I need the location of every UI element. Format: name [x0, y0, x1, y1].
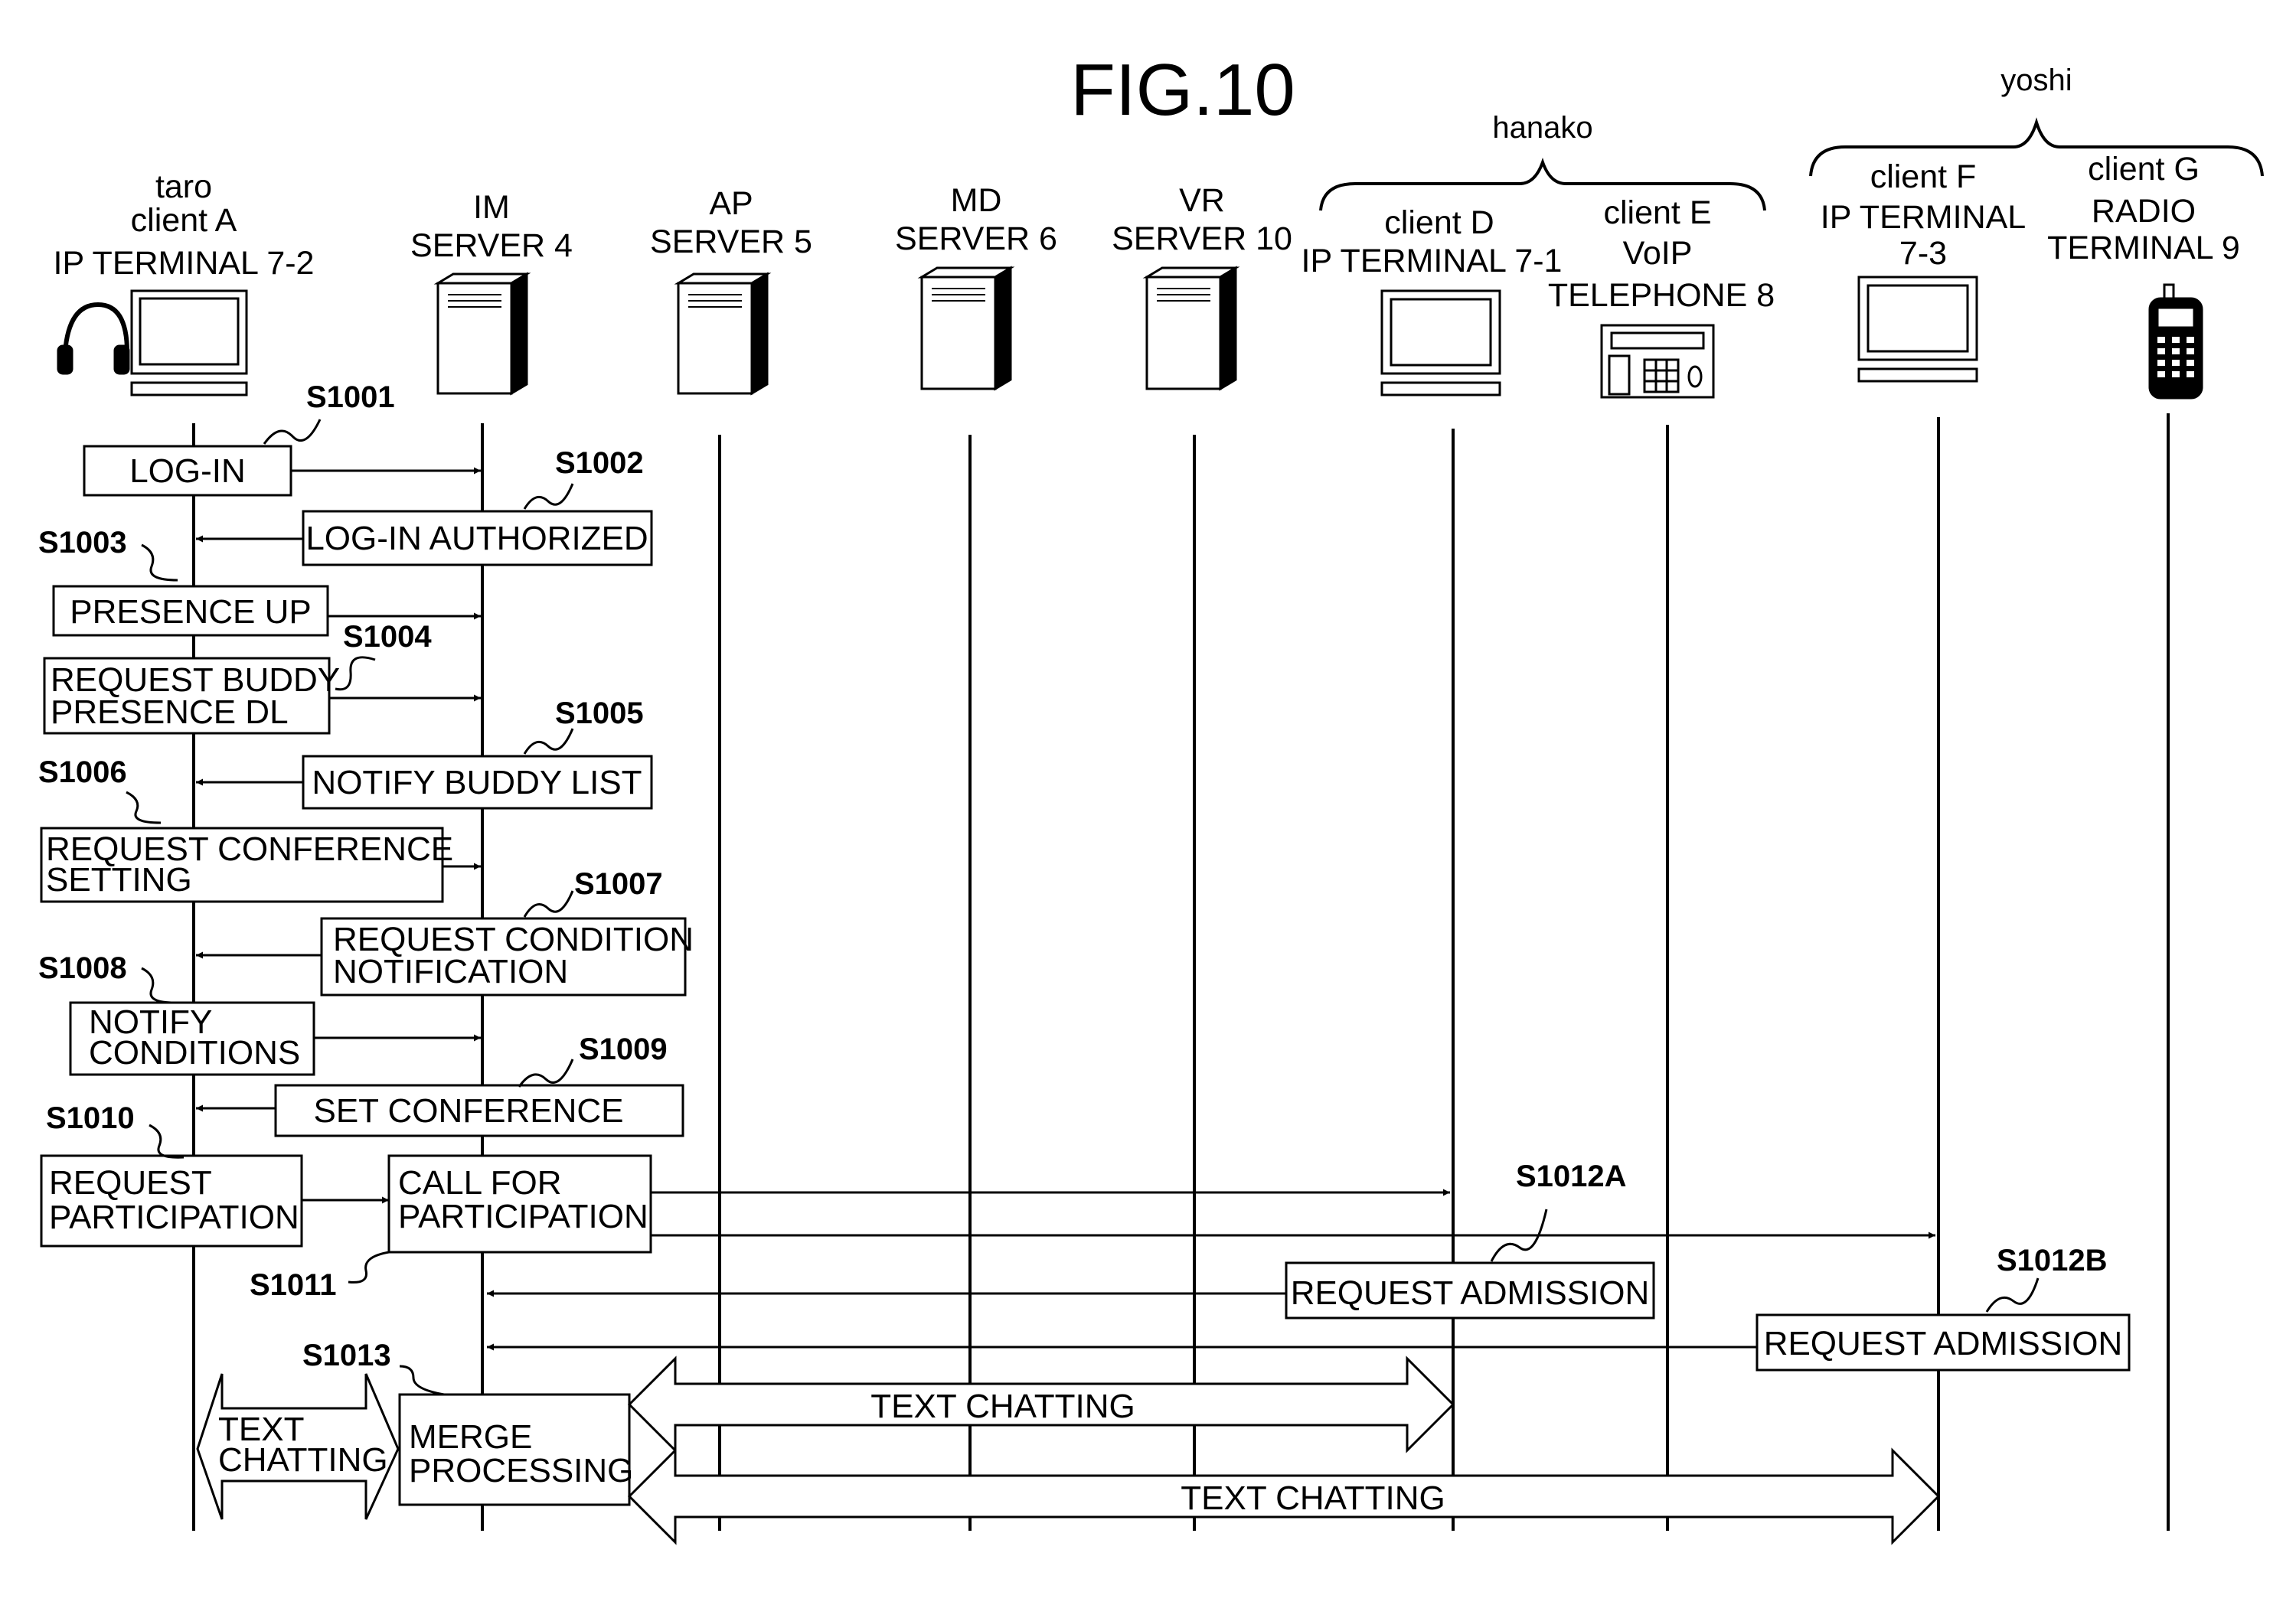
step-label: S1007 [574, 867, 663, 901]
svg-text:SERVER 5: SERVER 5 [650, 223, 812, 260]
svg-text:VoIP: VoIP [1623, 235, 1693, 272]
svg-text:7-3: 7-3 [1899, 235, 1947, 272]
text-chatting-arrow-a: TEXT CHATTING [198, 1374, 398, 1519]
group-label-hanako: hanako [1492, 111, 1592, 145]
participant-ap-server: AP SERVER 5 [650, 185, 812, 260]
svg-text:TEXT CHATTING: TEXT CHATTING [870, 1388, 1135, 1425]
participant-md-server: MD SERVER 6 [895, 182, 1057, 257]
step-label: S1011 [250, 1268, 336, 1302]
participant-client-a: taro client A IP TERMINAL 7-2 [54, 168, 315, 282]
client-a-device: IP TERMINAL 7-2 [54, 245, 315, 282]
svg-text:TERMINAL 9: TERMINAL 9 [2047, 230, 2240, 266]
svg-text:SERVER 6: SERVER 6 [895, 220, 1057, 257]
svg-text:VR: VR [1179, 182, 1225, 219]
svg-text:CHATTING: CHATTING [218, 1441, 388, 1479]
participant-client-g: client G RADIO TERMINAL 9 [2047, 151, 2240, 266]
participant-vr-server: VR SERVER 10 [1112, 182, 1292, 257]
svg-text:TEXT CHATTING: TEXT CHATTING [1181, 1479, 1445, 1517]
server-tower-icon [438, 274, 527, 393]
step-label: S1013 [302, 1339, 391, 1372]
step-label: S1001 [306, 380, 395, 414]
message-s1001: LOG-IN S1001 [84, 380, 481, 495]
voip-phone-icon [1602, 325, 1713, 397]
step-label: S1012A [1516, 1160, 1627, 1193]
client-a-user: taro [155, 168, 212, 205]
step-label: S1002 [555, 446, 644, 480]
svg-text:SETTING: SETTING [46, 861, 192, 899]
step-label: S1008 [38, 951, 127, 985]
svg-text:AP: AP [709, 185, 753, 222]
svg-text:client D: client D [1384, 204, 1494, 241]
participant-client-d: client D IP TERMINAL 7-1 [1302, 204, 1563, 279]
svg-text:MD: MD [951, 182, 1002, 219]
server-tower-icon [922, 268, 1011, 389]
client-a-name: client A [131, 202, 237, 239]
svg-text:SERVER 4: SERVER 4 [410, 227, 573, 264]
step-label: S1005 [555, 696, 644, 730]
step-label: S1009 [579, 1032, 668, 1066]
step-label: S1003 [38, 526, 127, 559]
svg-text:LOG-IN AUTHORIZED: LOG-IN AUTHORIZED [305, 520, 648, 557]
message-s1011: CALL FOR PARTICIPATION S1011 [250, 1156, 1935, 1302]
svg-text:client F: client F [1870, 158, 1977, 195]
svg-text:REQUEST ADMISSION: REQUEST ADMISSION [1291, 1274, 1650, 1312]
svg-text:REQUEST ADMISSION: REQUEST ADMISSION [1764, 1325, 2123, 1362]
message-s1012a: REQUEST ADMISSION S1012A [487, 1160, 1654, 1318]
svg-text:client G: client G [2088, 151, 2200, 188]
participant-im-server: IM SERVER 4 [410, 189, 573, 264]
svg-text:IP TERMINAL: IP TERMINAL [1821, 199, 2026, 236]
svg-text:PARTICIPATION: PARTICIPATION [49, 1199, 299, 1236]
headset-pc-icon [58, 291, 247, 395]
svg-text:NOTIFY BUDDY LIST: NOTIFY BUDDY LIST [312, 764, 642, 801]
svg-text:PROCESSING: PROCESSING [409, 1452, 633, 1489]
text-chatting-arrow-d: TEXT CHATTING [629, 1359, 1453, 1450]
step-label: S1010 [46, 1101, 135, 1135]
server-tower-icon [1147, 268, 1236, 389]
svg-text:CALL FOR: CALL FOR [398, 1164, 562, 1202]
svg-text:LOG-IN: LOG-IN [129, 452, 246, 490]
step-label: S1012B [1997, 1244, 2108, 1277]
pc-monitor-icon [1382, 291, 1500, 395]
step-label: S1006 [38, 755, 127, 789]
svg-text:TELEPHONE 8: TELEPHONE 8 [1548, 277, 1775, 314]
svg-text:PRESENCE DL: PRESENCE DL [51, 693, 289, 731]
svg-text:REQUEST: REQUEST [49, 1164, 212, 1202]
figure-title: FIG.10 [1070, 49, 1295, 131]
pc-monitor-icon [1859, 277, 1977, 381]
svg-text:CONDITIONS: CONDITIONS [89, 1034, 300, 1072]
svg-text:IP TERMINAL 7-1: IP TERMINAL 7-1 [1302, 243, 1563, 279]
step-label: S1004 [343, 620, 432, 654]
svg-text:MERGE: MERGE [409, 1418, 532, 1456]
message-s1004: REQUEST BUDDY PRESENCE DL S1004 [44, 620, 481, 733]
svg-text:PRESENCE UP: PRESENCE UP [70, 593, 311, 631]
svg-text:SERVER 10: SERVER 10 [1112, 220, 1292, 257]
svg-text:client E: client E [1603, 194, 1711, 231]
svg-text:SET CONFERENCE: SET CONFERENCE [313, 1092, 623, 1130]
participant-client-e: client E VoIP TELEPHONE 8 [1548, 194, 1775, 314]
group-label-yoshi: yoshi [2000, 64, 2072, 97]
svg-text:NOTIFICATION: NOTIFICATION [333, 953, 568, 990]
text-chatting-arrow-f: TEXT CHATTING [629, 1450, 1938, 1542]
server-tower-icon [678, 274, 767, 393]
mobile-phone-icon [2150, 285, 2202, 398]
svg-text:RADIO: RADIO [2092, 193, 2196, 230]
svg-text:IM: IM [473, 189, 510, 226]
participant-client-f: client F IP TERMINAL 7-3 [1821, 158, 2026, 272]
svg-text:PARTICIPATION: PARTICIPATION [398, 1198, 648, 1235]
